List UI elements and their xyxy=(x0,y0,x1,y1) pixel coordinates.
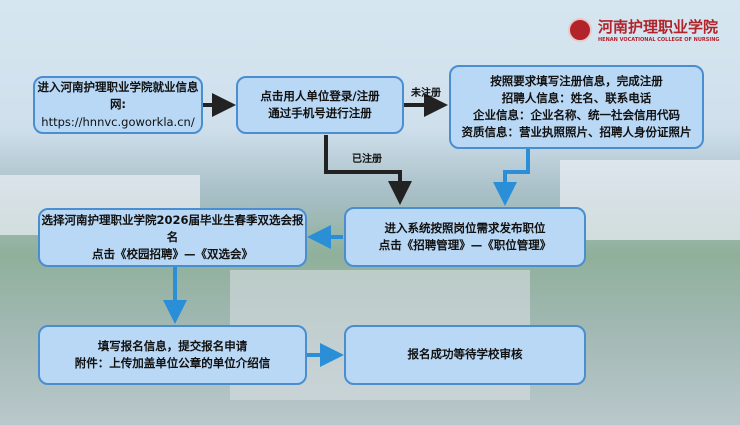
arrow-3-4 xyxy=(493,149,530,206)
logo-subtitle: HENAN VOCATIONAL COLLEGE OF NURSING xyxy=(598,37,720,43)
college-logo: 河南护理职业学院 HENAN VOCATIONAL COLLEGE OF NUR… xyxy=(568,16,719,43)
step-fill-info: 按照要求填写注册信息，完成注册 招聘人信息：姓名、联系电话 企业信息：企业名称、… xyxy=(449,65,704,149)
step-text: 点击《招聘管理》—《职位管理》 xyxy=(378,238,552,252)
site-url[interactable]: https://hnnvc.goworkla.cn/ xyxy=(41,114,195,129)
step-text: 填写报名信息，提交报名申请 xyxy=(97,338,248,353)
step-await-review: 报名成功等待学校审核 xyxy=(344,325,586,385)
step-post-job: 进入系统按照岗位需求发布职位 点击《招聘管理》—《职位管理》 xyxy=(344,207,586,267)
step-submit-application: 填写报名信息，提交报名申请 附件：上传加盖单位公章的单位介绍信 xyxy=(38,325,307,385)
seal-icon xyxy=(568,17,592,42)
step-text: 报名成功等待学校审核 xyxy=(407,347,523,362)
step-text: 选择河南护理职业学院2026届毕业生春季双选会报名 xyxy=(41,212,304,244)
step-select-fair: 选择河南护理职业学院2026届毕业生春季双选会报名 点击《校园招聘》—《双选会》 xyxy=(38,208,307,267)
step-text: 资质信息：营业执照照片、招聘人身份证照片 xyxy=(461,125,692,140)
step-text: 按照要求填写注册信息，完成注册 xyxy=(490,73,663,88)
step-visit-site: 进入河南护理职业学院就业信息网: https://hnnvc.goworkla.… xyxy=(33,76,203,134)
step-text: 企业信息：企业名称、统一社会信用代码 xyxy=(473,108,680,122)
step-register: 点击用人单位登录/注册 通过手机号进行注册 xyxy=(236,76,404,134)
step-text: 点击用人单位登录/注册 xyxy=(260,88,380,103)
step-text: 点击《校园招聘》—《双选会》 xyxy=(92,247,253,262)
step-text: 进入系统按照岗位需求发布职位 xyxy=(384,220,546,235)
step-text: 通过手机号进行注册 xyxy=(268,106,372,120)
logo-name: 河南护理职业学院 xyxy=(598,18,719,36)
label-unregistered: 未注册 xyxy=(411,88,441,99)
arrow-registered xyxy=(324,135,412,205)
step-text: 附件：上传加盖单位公章的单位介绍信 xyxy=(74,356,271,370)
step-text: 招聘人信息：姓名、联系电话 xyxy=(501,90,652,105)
label-registered: 已注册 xyxy=(352,154,382,165)
background-building xyxy=(560,160,740,240)
step-text: 进入河南护理职业学院就业信息网: xyxy=(37,80,199,112)
